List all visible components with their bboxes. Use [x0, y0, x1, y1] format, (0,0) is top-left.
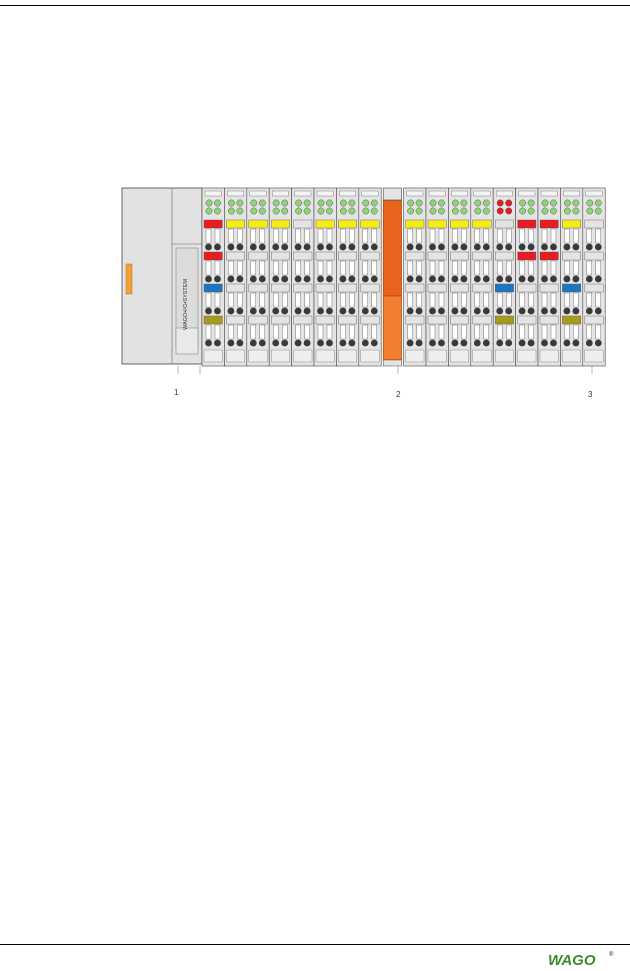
io-module	[268, 187, 292, 367]
io-module-row	[177, 187, 606, 374]
controller-brand-label: WAGO•I/O•SYSTEM	[183, 279, 189, 330]
io-module	[246, 187, 270, 367]
io-module	[358, 187, 382, 367]
io-module	[224, 187, 248, 367]
fieldbus-node-illustration: WAGO•I/O•SYSTEM	[121, 187, 606, 374]
callout-2: 2	[396, 390, 401, 399]
io-module	[403, 187, 427, 367]
io-module	[560, 187, 584, 367]
io-module	[313, 187, 337, 367]
io-module	[515, 187, 539, 367]
callout-1: 1	[174, 388, 179, 397]
din-rail-latch	[125, 263, 133, 295]
registered-mark: ®	[609, 951, 614, 958]
io-module	[382, 187, 402, 367]
io-module	[336, 187, 360, 367]
callout-3: 3	[588, 390, 593, 399]
io-module	[492, 187, 516, 367]
footer-rule	[0, 944, 630, 945]
io-module	[537, 187, 561, 367]
io-module	[582, 187, 606, 367]
io-module	[470, 187, 494, 367]
io-module	[291, 187, 315, 367]
wago-logo: WAGO ®	[548, 951, 614, 968]
io-module	[201, 187, 225, 367]
fieldbus-controller: WAGO•I/O•SYSTEM	[121, 187, 203, 365]
io-module	[448, 187, 472, 367]
header-rule	[0, 5, 630, 6]
wago-logo-wordmark: WAGO	[548, 952, 596, 968]
io-module	[425, 187, 449, 367]
